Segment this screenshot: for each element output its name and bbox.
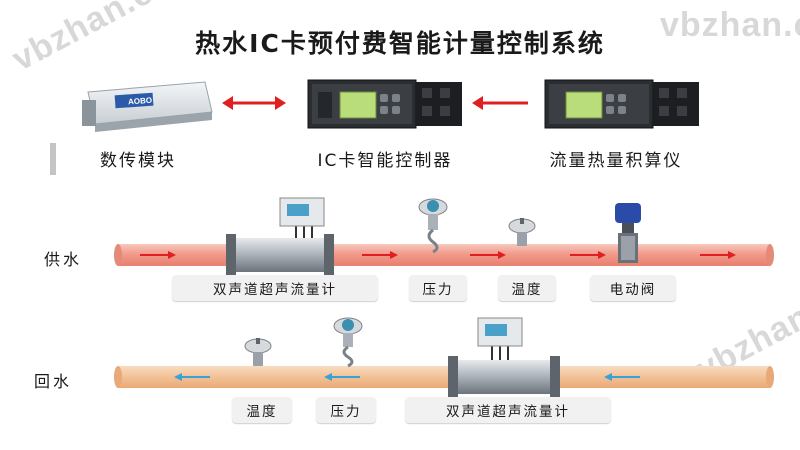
return-tag-pressure: 压力: [316, 397, 376, 423]
controller-label: IC卡智能控制器: [317, 151, 453, 171]
supply-label: 供水: [44, 250, 83, 269]
return-label: 回水: [34, 372, 73, 391]
supply-tag-ultrasonic-meter: 双声道超声流量计: [172, 275, 378, 301]
modem-device: [82, 81, 213, 132]
return-tag-temperature: 温度: [232, 397, 292, 423]
supply-pressure-transmitter: [418, 198, 448, 254]
supply-electric-valve: [615, 203, 641, 263]
supply-temperature-transmitter: [508, 218, 536, 246]
supply-tag-pressure: 压力: [409, 275, 467, 301]
supply-pipe: [114, 244, 774, 266]
link-arrow-modem-controller: [222, 96, 286, 110]
supply-tag-electric-valve: 电动阀: [590, 275, 676, 301]
return-tag-ultrasonic-meter: 双声道超声流量计: [405, 397, 611, 423]
calculator-label: 流量热量积算仪: [549, 151, 683, 171]
controller-device: [307, 79, 462, 129]
supply-ultrasonic-meter: [226, 197, 334, 276]
supply-flow-arrows: [140, 251, 736, 259]
watermark-top-right: vbzhan.cn: [660, 6, 800, 44]
modem-label: 数传模块: [100, 151, 176, 171]
return-ultrasonic-meter: [448, 317, 560, 398]
return-pressure-transmitter: [333, 317, 363, 368]
return-temperature-transmitter: [244, 338, 272, 366]
calculator-device: [544, 79, 699, 129]
return-pipe: [114, 366, 774, 388]
supply-tag-temperature: 温度: [498, 275, 556, 301]
side-accent-bar: [50, 143, 56, 175]
page-title: 热水IC卡预付费智能计量控制系统: [195, 29, 605, 58]
link-arrow-calculator-controller: [472, 96, 528, 110]
modem-brand: AOBO: [128, 96, 153, 107]
